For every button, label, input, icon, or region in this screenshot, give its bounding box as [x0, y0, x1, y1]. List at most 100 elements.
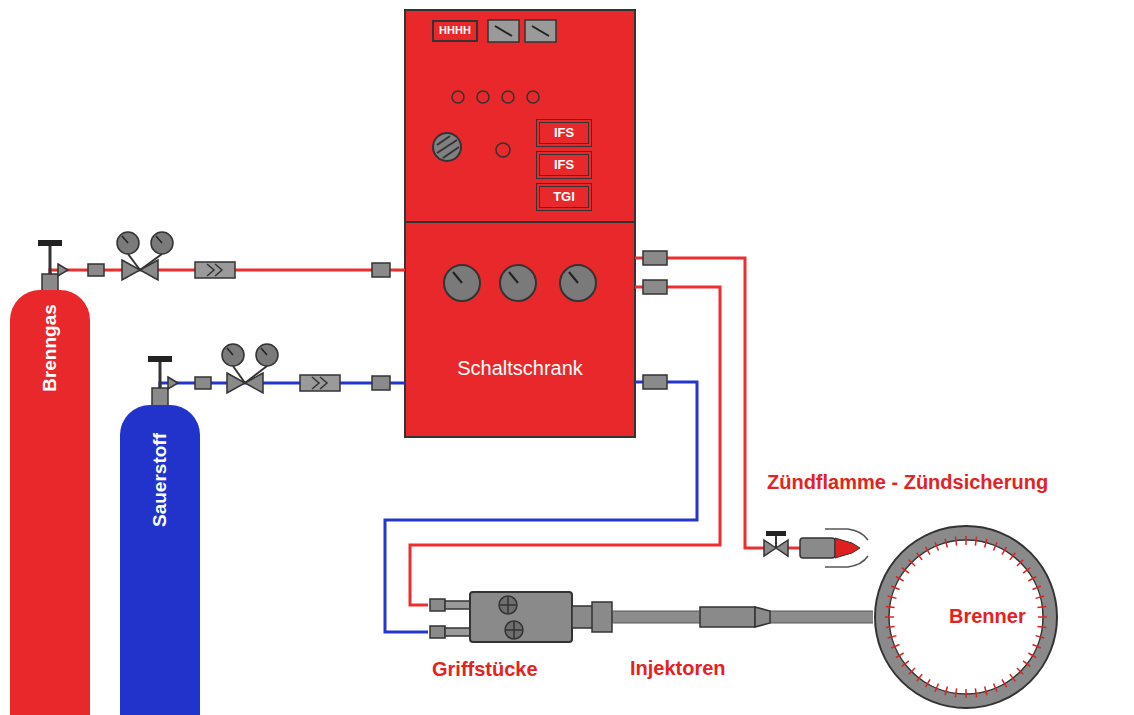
flame-nozzle — [1002, 679, 1007, 687]
flame-nozzle — [965, 689, 967, 698]
node-label: Griffstücke — [432, 657, 538, 681]
flame-nozzle — [896, 653, 904, 658]
gauge-needle — [122, 236, 128, 243]
flame-nozzle — [935, 684, 938, 692]
flame-nozzle — [975, 537, 976, 546]
check-valve-symbol — [207, 264, 222, 276]
flame-nozzle — [902, 661, 909, 666]
flame-nozzle — [1037, 626, 1046, 627]
regulator-gauge — [256, 344, 278, 366]
cylinder-valve — [58, 264, 68, 276]
flashback-arrestor — [195, 262, 235, 278]
panel-divider — [405, 221, 635, 223]
outlet-fitting — [643, 280, 667, 294]
gauge-needle — [509, 272, 518, 283]
valve-stem — [775, 536, 777, 548]
flame-nozzle — [1036, 636, 1045, 638]
handle-body — [470, 592, 572, 642]
indicator-lamp — [452, 91, 464, 103]
push-button — [496, 143, 510, 157]
valve-knob — [499, 596, 517, 614]
indicator-lamp — [477, 91, 489, 103]
flame-nozzle — [994, 684, 997, 692]
indicator-lamp — [502, 91, 514, 103]
flame-nozzle — [909, 668, 915, 674]
meter-needle — [532, 26, 549, 36]
gauge-needle — [569, 272, 578, 283]
inlet-fitting — [372, 376, 390, 390]
valve-stem — [49, 246, 52, 274]
flame-nozzle — [888, 636, 897, 638]
flame-nozzle — [926, 547, 931, 555]
flame-nozzle — [985, 539, 987, 548]
flame-nozzle — [1010, 674, 1015, 681]
indicator-lamp — [527, 91, 539, 103]
hose-nut — [88, 264, 104, 276]
module-box: IFS — [536, 151, 592, 179]
flame-nozzle — [1002, 547, 1007, 555]
flame-nozzle — [1017, 560, 1023, 566]
gauge-needle — [453, 272, 462, 283]
knob-grip — [437, 136, 459, 158]
node-label: TGI — [553, 189, 575, 205]
gauge-needle — [156, 236, 162, 243]
valve-knob — [505, 621, 523, 639]
flame-nozzle — [965, 536, 967, 545]
flame-nozzle — [985, 687, 987, 696]
flame-nozzle — [1036, 596, 1045, 598]
pilot-burner — [800, 538, 835, 558]
flame-nozzle — [926, 679, 931, 687]
inlet-fitting — [372, 263, 390, 277]
flashback-arrestor — [300, 375, 340, 391]
flame-nozzle — [935, 542, 938, 550]
hose-nut — [430, 626, 445, 638]
gas-cylinder: Brenngas — [10, 290, 90, 715]
flame-nozzle — [888, 596, 897, 598]
burner-rim — [875, 526, 1057, 708]
flame-nozzle — [1033, 645, 1041, 648]
oxygen-cylinder: Sauerstoff — [120, 405, 200, 715]
hose-nut — [430, 599, 445, 611]
flame-nozzle — [917, 553, 922, 560]
node-label: Brenner — [949, 604, 1026, 628]
part-label: Injektoren — [630, 657, 726, 680]
flame-shield — [825, 556, 868, 567]
flame-nozzle — [902, 568, 909, 573]
selector-knob — [433, 133, 461, 161]
injector-taper — [755, 607, 770, 627]
handle-assembly: Griffstücke — [428, 588, 608, 683]
node-label: IFS — [554, 157, 574, 173]
pressure-regulator — [227, 373, 245, 393]
cabinet-housing — [405, 10, 635, 437]
pilot-feed — [788, 547, 800, 550]
pressure-gauge — [444, 265, 480, 301]
pilot-flame-tip — [835, 538, 860, 558]
meter-display — [525, 20, 556, 42]
node-label: Zündflamme - Zündsicherung — [765, 470, 1048, 494]
pilot-valve — [764, 540, 776, 556]
ring-burner: Brenner — [873, 524, 1059, 710]
flame-nozzle — [891, 586, 899, 589]
flame-nozzle — [1017, 668, 1023, 674]
flame-nozzle — [955, 688, 956, 697]
knob-mark — [500, 597, 516, 613]
flame-nozzle — [1028, 653, 1036, 658]
node-label: IFS — [554, 125, 574, 141]
pressure-regulator — [245, 373, 263, 393]
node-label: HHHH — [439, 24, 471, 37]
flame-nozzle — [886, 606, 895, 607]
flame-nozzle — [1038, 616, 1047, 618]
flame-nozzle — [945, 539, 947, 548]
flame-nozzle — [909, 560, 915, 566]
pressure-gauge — [500, 265, 536, 301]
node-label: Brenngas — [39, 304, 62, 392]
flame-nozzle — [886, 626, 895, 627]
flame-nozzle — [955, 537, 956, 546]
check-valve-symbol — [312, 377, 327, 389]
outlet-fitting — [643, 375, 667, 389]
knob-mark — [506, 622, 522, 638]
flame-nozzle — [896, 577, 904, 582]
flame-nozzle — [1033, 586, 1041, 589]
